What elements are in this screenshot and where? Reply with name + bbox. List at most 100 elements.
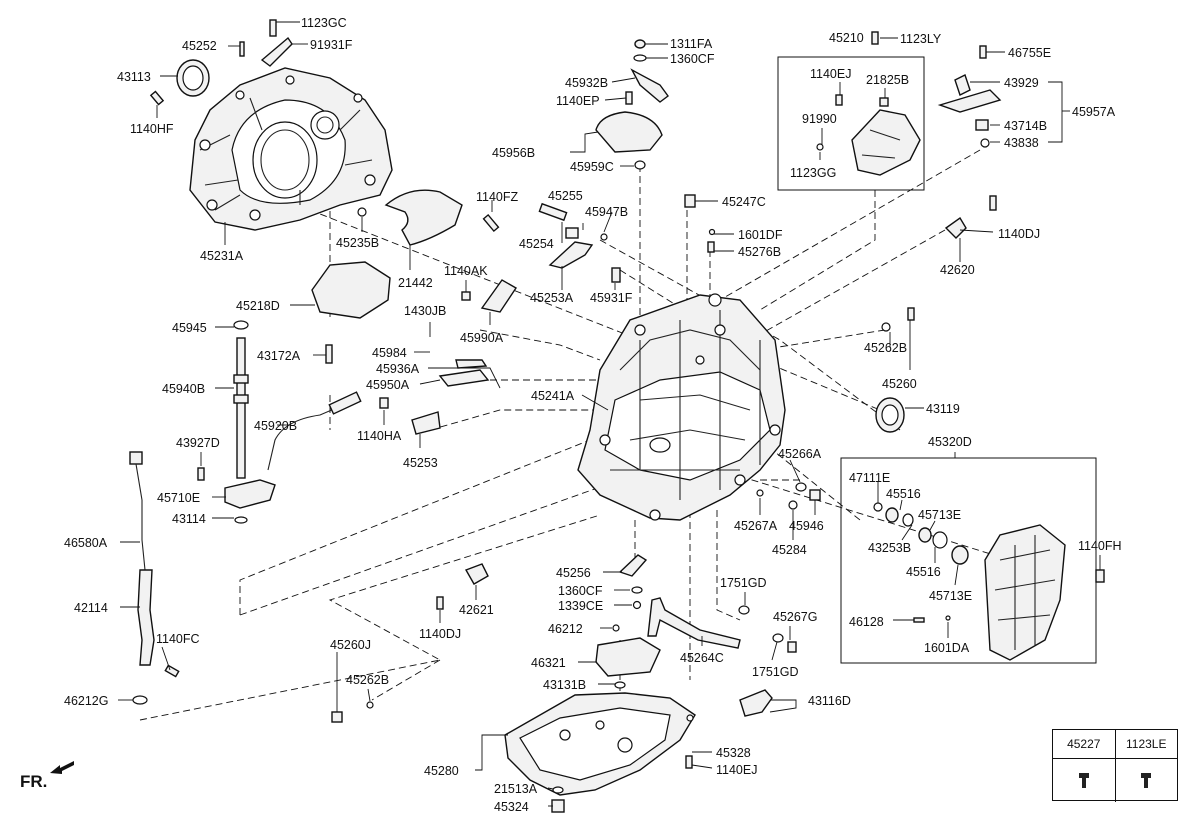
label-45516-a: 45516 (886, 487, 921, 501)
drain-plug-45324 (551, 799, 565, 813)
label-43929: 43929 (1004, 76, 1039, 90)
spring-45255 (565, 227, 579, 239)
label-43253B: 43253B (868, 541, 911, 555)
leader-lines (118, 21, 1101, 807)
label-45713E-b: 45713E (929, 589, 972, 603)
label-43714B: 43714B (1004, 119, 1047, 133)
oil-pan-45280 (504, 692, 696, 796)
label-1360CF-a: 1360CF (670, 52, 715, 66)
label-1140FH: 1140FH (1078, 539, 1122, 553)
label-43114: 43114 (172, 512, 206, 526)
label-45945: 45945 (172, 321, 207, 335)
lever-45710E (224, 479, 276, 509)
bolt-45227-icon (1053, 759, 1115, 802)
label-45920B: 45920B (254, 419, 297, 433)
label-45959C: 45959C (570, 160, 614, 174)
bolt-1140HA (379, 397, 389, 409)
front-direction-label: FR. (20, 772, 48, 791)
bolt-1140EJ-b (685, 755, 693, 769)
gasket-1751GD-b (772, 633, 784, 643)
bolt-1140DJ-a (989, 195, 997, 211)
plate-45950A (438, 369, 490, 387)
label-45984: 45984 (372, 346, 407, 360)
label-45516-b: 45516 (906, 565, 941, 579)
sensor-45956B (595, 111, 663, 153)
label-1140EJ-b: 1140EJ (716, 763, 757, 777)
assembly-lines (139, 149, 1011, 721)
label-45262B-a: 45262B (864, 341, 907, 355)
bolt-1140AK (461, 291, 471, 301)
bolt-43172A (325, 344, 333, 364)
label-46212G: 46212G (64, 694, 108, 708)
lever-45932B (630, 68, 669, 103)
label-45328: 45328 (716, 746, 751, 760)
transmission-case-45241A (577, 293, 786, 521)
nut-1311FA (634, 39, 646, 49)
label-45254: 45254 (519, 237, 554, 251)
label-46580A: 46580A (64, 536, 108, 550)
label-43113: 43113 (117, 70, 151, 84)
clip-46212 (612, 624, 620, 632)
label-46755E: 46755E (1008, 46, 1051, 60)
bolt-45267G (787, 641, 797, 653)
plug-45260J (331, 711, 343, 723)
gasket-21513A (552, 786, 564, 794)
label-45247C: 45247C (722, 195, 766, 209)
bolt-1140FH (1095, 569, 1105, 583)
label-45267G: 45267G (773, 610, 817, 624)
label-21825B: 21825B (866, 73, 909, 87)
label-1751GD-b: 1751GD (752, 665, 799, 679)
front-arrow-icon (50, 761, 74, 774)
bolt-1140DJ-b (436, 596, 444, 610)
pin-45276B (707, 241, 715, 253)
label-45210: 45210 (829, 31, 864, 45)
label-45320D: 45320D (928, 435, 972, 449)
label-45267A: 45267A (734, 519, 778, 533)
filter-46321 (595, 637, 661, 677)
label-45710E: 45710E (157, 491, 200, 505)
label-45324: 45324 (494, 800, 529, 814)
gasket-1751GD-a (738, 605, 750, 615)
seal-43114 (234, 516, 248, 524)
label-45253A: 45253A (530, 291, 574, 305)
pin-1601DF (708, 228, 716, 236)
label-45262B-b: 45262B (346, 673, 389, 687)
label-45241A: 45241A (531, 389, 575, 403)
label-45713E-a: 45713E (918, 508, 961, 522)
plug-45262B-b (366, 701, 374, 709)
label-1140DJ-a: 1140DJ (998, 227, 1040, 241)
label-45940B: 45940B (162, 382, 205, 396)
rod-end-45920B (328, 391, 362, 415)
nut-1339CE (632, 600, 642, 610)
washer-1360CF (633, 54, 647, 62)
label-45990A: 45990A (460, 331, 504, 345)
pin-45254 (538, 202, 568, 222)
pin-45931F (611, 267, 621, 283)
label-1123GC: 1123GC (301, 16, 347, 30)
legend-header-row: 45227 1123LE (1053, 730, 1177, 759)
label-45946: 45946 (789, 519, 824, 533)
label-42114: 42114 (74, 601, 108, 615)
label-45284: 45284 (772, 543, 807, 557)
baffle-21442 (384, 189, 463, 246)
label-43172A: 43172A (257, 349, 301, 363)
label-45252: 45252 (182, 39, 217, 53)
oil-pipe-45264C (647, 597, 741, 649)
label-45957A: 45957A (1072, 105, 1116, 119)
label-46212: 46212 (548, 622, 583, 636)
label-45264C: 45264C (680, 651, 724, 665)
label-45276B: 45276B (738, 245, 781, 259)
legend-col-1123LE: 1123LE (1114, 730, 1178, 758)
label-21442: 21442 (398, 276, 433, 290)
label-1123GG: 1123GG (790, 166, 836, 180)
legend-image-row (1053, 759, 1177, 802)
sensor-42620 (944, 216, 967, 239)
bell-housing-45231A (189, 67, 393, 231)
label-45956B: 45956B (492, 146, 535, 160)
label-45947B: 45947B (585, 205, 628, 219)
label-1140AK: 1140AK (444, 264, 488, 278)
bracket-91931F (260, 36, 293, 67)
label-1311FA: 1311FA (670, 37, 713, 51)
legend-col-45227: 45227 (1067, 737, 1101, 751)
seal-45959C (634, 160, 646, 170)
